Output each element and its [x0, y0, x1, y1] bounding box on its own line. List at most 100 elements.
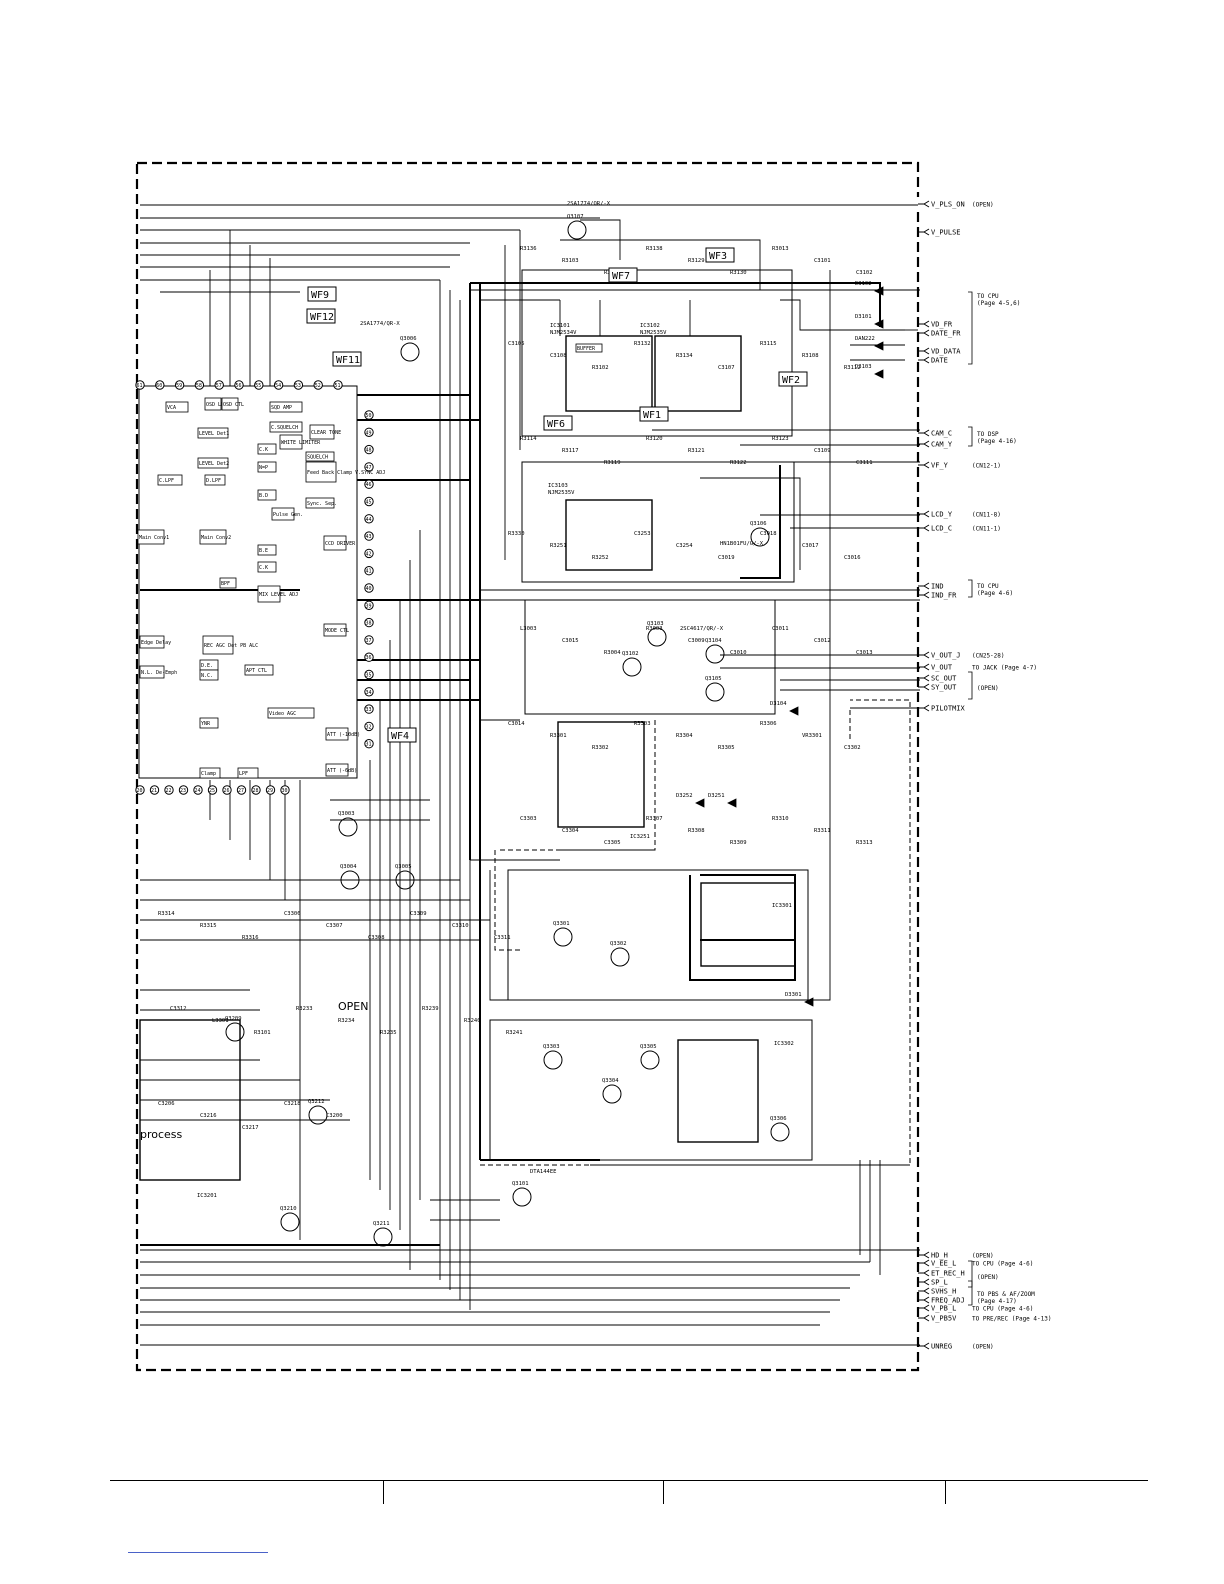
ic-pin-number: 20 [137, 788, 143, 794]
ic-pin [273, 380, 284, 390]
internal-block [165, 401, 189, 413]
internal-block-label: VCA [167, 405, 176, 411]
signal-name: PILOTMIX [931, 705, 966, 713]
signal-connector-arrow [918, 524, 930, 532]
signal-connector-arrow [918, 461, 930, 469]
ic-pin [313, 380, 323, 390]
component-label: R3129 [688, 258, 705, 264]
signal-name: IND_FR [931, 592, 957, 600]
signal-connector-arrow [918, 1296, 930, 1304]
signal-name: VF_Y [931, 462, 949, 470]
component-label: C3305 [604, 840, 621, 846]
bracket-note: TO DSP [977, 431, 999, 438]
bracket-note: (OPEN) [977, 1274, 999, 1281]
internal-block [221, 397, 239, 411]
diode-label: D3252 [676, 793, 693, 799]
diode-label: DAN222 [855, 336, 875, 342]
internal-block [204, 397, 222, 411]
signal-name: SC_OUT [931, 675, 957, 683]
internal-block-label: MODE CTL [325, 628, 349, 634]
signal-name: UNREG [931, 1343, 952, 1351]
ic-pin [280, 785, 290, 795]
component-label: R3102 [592, 365, 609, 371]
component-label: VR3301 [802, 733, 822, 739]
ic-pin [364, 566, 374, 576]
internal-block-label: SQD AMP [271, 405, 292, 411]
transistor-symbol [622, 657, 642, 677]
ic-pin [254, 380, 264, 390]
transistor-label: Q3006 [400, 336, 417, 342]
transistor-label: Q3104 [705, 638, 722, 644]
signal-connector-arrow [918, 320, 930, 328]
component-label: R3302 [592, 745, 609, 751]
transistor-symbol [647, 627, 667, 647]
waveform-marker-box [387, 727, 417, 743]
component-label: C3206 [158, 1101, 175, 1107]
transistor-label: Q3105 [705, 676, 722, 682]
signal-destination: TO JACK (Page 4-7) [972, 665, 1037, 672]
ic-pin-number: 57 [216, 383, 222, 389]
ic-pin-number: 27 [238, 788, 244, 794]
signal-connector-arrow [918, 510, 930, 518]
ic-pin [364, 479, 374, 489]
waveform-marker-box [307, 286, 337, 302]
ic-pin [178, 785, 189, 795]
component-label: R3316 [242, 935, 259, 941]
signal-connector-arrow [918, 591, 930, 599]
component-label: C3254 [676, 543, 693, 549]
signal-connector-arrow [918, 582, 930, 590]
signal-connector-arrow [918, 1342, 930, 1350]
internal-block [199, 717, 219, 729]
diode-symbol [874, 341, 884, 351]
ic-pin [364, 548, 374, 559]
bracket-note-page: (Page 4-6) [977, 590, 1013, 597]
component-label: R3304 [676, 733, 693, 739]
ic-label: NJM2534V [550, 330, 577, 336]
internal-block [325, 727, 349, 741]
component-label: R3136 [520, 246, 537, 252]
signal-connector-arrow [918, 347, 930, 355]
internal-block-label: B.D [259, 493, 268, 499]
signal-name: SY_OUT [931, 684, 957, 692]
signal-name: V_PB_L [931, 1305, 956, 1313]
component-label: R3120 [646, 436, 663, 442]
internal-block [157, 474, 183, 486]
internal-block-label: CLEAR TONE [311, 430, 341, 436]
waveform-marker-box [543, 415, 573, 431]
ic-label: IC3301 [772, 903, 792, 909]
process-label: process [140, 1128, 183, 1141]
signal-destination: (CN11-1) [972, 526, 1001, 533]
ic-boxes [139, 335, 796, 1181]
signal-connector-arrow [918, 356, 930, 364]
internal-block [271, 507, 295, 521]
ic-pin [364, 583, 374, 593]
component-label: C3013 [856, 650, 873, 656]
component-label: C3218 [284, 1101, 301, 1107]
component-label: C3109 [814, 448, 831, 454]
component-label: R3138 [646, 246, 663, 252]
ic-pin [234, 380, 244, 390]
diode-label: D3102 [855, 281, 872, 287]
bracket-note: TO PBS & AF/ZOOM [977, 1291, 1035, 1298]
ic-pin-number: 25 [209, 788, 215, 794]
component-label: R3310 [772, 816, 789, 822]
internal-block [137, 529, 165, 545]
component-label: R3103 [562, 258, 579, 264]
diode-symbol [874, 319, 884, 329]
ic-pin-number: 61 [137, 383, 143, 389]
component-label: R3240 [464, 1018, 481, 1024]
component-label: R3306 [760, 721, 777, 727]
component-label: R3241 [506, 1030, 523, 1036]
footer-link-underline[interactable] [128, 1552, 268, 1553]
transistor-label: Q3209 [225, 1016, 242, 1022]
signal-name: LCD_C [931, 525, 952, 533]
diode-label: D3301 [785, 992, 802, 998]
destination-brackets: TO CPU(Page 4-5,6)TO DSP(Page 4-16)TO CP… [968, 291, 1035, 1306]
signal-name: CAM_C [931, 430, 952, 438]
component-label: R3239 [422, 1006, 439, 1012]
component-label: R3235 [380, 1030, 397, 1036]
transistor-symbol [308, 1105, 328, 1125]
signal-name: DATE [931, 357, 948, 365]
